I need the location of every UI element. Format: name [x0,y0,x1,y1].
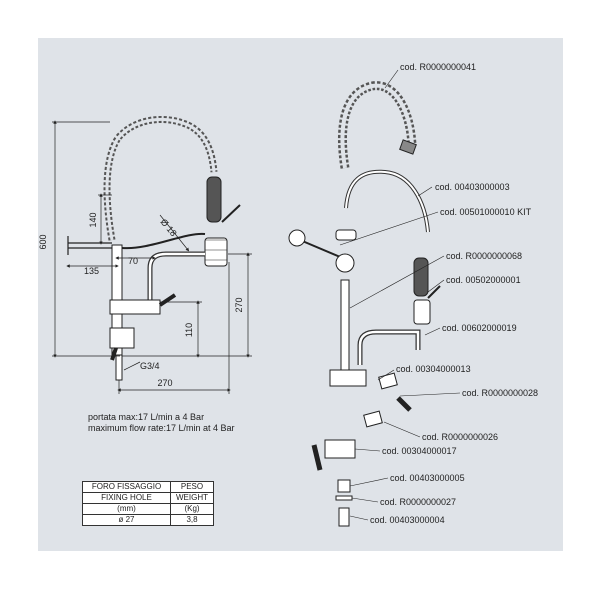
weight-header-it: PESO [170,481,214,493]
fixing-hole-header-en: FIXING HOLE [82,492,171,504]
kit-ring [335,229,357,241]
spring-end-cap [399,139,417,155]
part-code-5: cod. 00502000001 [446,275,521,285]
spec-value-row: ø 27 3,8 [82,514,214,526]
spec-header-row-2: FIXING HOLE WEIGHT [82,492,214,504]
flow-rate-italian: portata max:17 L/min a 4 Bar [88,412,205,422]
part-code-8: cod. R0000000028 [462,388,538,398]
lower-tap-body [324,439,356,459]
exploded-view [288,69,461,527]
dimension-lines [52,120,252,394]
spec-header-row-3: (mm) (Kg) [82,503,214,515]
dim-g34: G3/4 [140,361,160,371]
dim-140: 140 [88,212,98,227]
part-code-12: cod. R0000000027 [380,497,456,507]
part-code-4: cod. R0000000068 [446,251,522,261]
weight-header-en: WEIGHT [170,492,214,504]
exploded-spray-grip [413,257,429,297]
inlet-pipe [115,354,123,381]
swivel-spout [147,251,205,300]
fixing-hole-header-it: FORO FISSAGGIO [82,481,171,493]
assembled-faucet-drawing [52,115,252,394]
part-code-10: cod. 00304000017 [382,446,457,456]
connector-nut [337,479,351,493]
spec-header-row-1: FORO FISSAGGIO PESO [82,481,214,493]
spray-hose [121,232,206,250]
tap-lever-lower [110,347,118,361]
dim-600: 600 [38,234,48,249]
fixing-hole-value: ø 27 [82,514,171,526]
exploded-spout [357,329,421,365]
leader-lines [339,69,461,521]
fixing-hole-unit: (mm) [82,503,171,515]
exploded-body [329,369,367,387]
kit-bracket-disc [288,229,306,247]
drawing-sheet [38,38,563,551]
dim-135: 135 [84,266,99,276]
dim-270-vertical: 270 [234,297,244,312]
inlet-fitting [338,507,350,527]
wall-bracket [67,236,112,255]
dim-270-horizontal: 270 [157,378,172,388]
washer [335,495,353,501]
weight-value: 3,8 [170,514,214,526]
dim-70: 70 [128,256,138,266]
flow-rate-note: portata max:17 L/min a 4 Bar maximum flo… [88,412,235,434]
kit-collar [335,253,355,273]
spec-table: FORO FISSAGGIO PESO FIXING HOLE WEIGHT (… [82,481,214,526]
part-code-2: cod. 00403000003 [435,182,510,192]
part-code-9: cod. R0000000026 [422,432,498,442]
valve-cartridge-upper [378,372,398,390]
part-code-13: cod. 00403000004 [370,515,445,525]
spring-coil [103,115,218,241]
exploded-hose [344,169,430,233]
dim-110: 110 [184,323,194,337]
part-code-6: cod. 00602000019 [442,323,517,333]
lever-upper [396,396,412,412]
exploded-spray-nozzle [413,299,431,325]
tap-body [109,299,161,315]
tap-lever-upper [158,293,177,307]
spray-head [204,176,241,267]
part-code-7: cod. 00304000013 [396,364,471,374]
part-code-3: cod. 00501000010 KIT [440,207,532,217]
valve-cartridge-lower [363,410,383,428]
lever-lower [311,444,323,471]
exploded-pillar [340,279,350,371]
part-code-1: cod. R0000000041 [400,62,476,72]
part-code-11: cod. 00403000005 [390,473,465,483]
flow-rate-english: maximum flow rate:17 L/min at 4 Bar [88,423,235,433]
part-code-labels: cod. R0000000041 cod. 00403000003 cod. 0… [370,62,538,525]
weight-unit: (Kg) [170,503,214,515]
tap-body-lower [109,327,135,349]
